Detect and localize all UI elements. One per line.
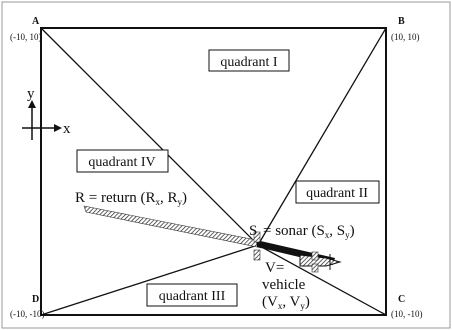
corner-c-coord: (10, -10) <box>391 309 423 319</box>
vehicle-label-line1: V= <box>265 260 284 276</box>
corner-d-label: D <box>32 294 39 305</box>
x-axis-label: x <box>63 121 71 137</box>
corner-a-coord: (-10, 10) <box>10 32 42 42</box>
vehicle-label-line2: vehicle <box>262 277 306 293</box>
corner-a-label: A <box>32 16 40 27</box>
quadrant-iv-label: quadrant IV <box>88 155 155 170</box>
quadrant-i-label: quadrant I <box>220 55 277 70</box>
y-axis-label: y <box>27 86 35 102</box>
vehicle-label-line3: (Vx, Vy) <box>262 294 310 311</box>
return-point-label: R = return (Rx, Ry) <box>75 190 187 207</box>
corner-d-coord: (-10, -10) <box>10 309 45 319</box>
corner-c-label: C <box>398 294 405 305</box>
corner-b-coord: (10, 10) <box>391 32 420 42</box>
return-beam <box>84 206 262 248</box>
quadrant-iii-label: quadrant III <box>159 289 226 304</box>
sonar-point-label: = sonar (Sx, Sy) <box>263 223 355 240</box>
sonar-point-letter: S <box>249 223 257 239</box>
corner-b-label: B <box>398 16 405 27</box>
quadrant-ii-label: quadrant II <box>306 186 368 201</box>
